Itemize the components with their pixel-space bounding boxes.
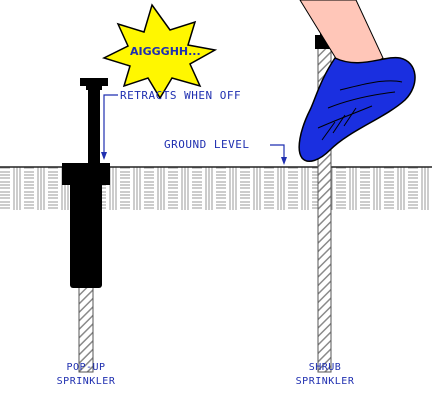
shoe-crease-2	[327, 91, 396, 109]
retracts-leader	[103, 94, 118, 158]
retracts-arrowhead	[101, 152, 107, 160]
ground-leader	[270, 144, 285, 162]
exclamation-burst: AIGGGHH...	[101, 3, 218, 100]
popup-sprinkler	[62, 78, 110, 373]
popup-riser-pipe	[78, 284, 94, 373]
exclamation-text: AIGGGHH...	[130, 45, 201, 58]
popup-stem	[88, 87, 100, 165]
retracts-callout: RETRACTS WHEN OFF	[101, 89, 241, 160]
burst-shape	[101, 3, 218, 100]
shoe-laces	[321, 107, 357, 141]
leg-and-shoe	[298, 0, 416, 162]
popup-nozzle-head	[80, 78, 108, 86]
shrub-label-line1: SHRUB	[309, 362, 342, 373]
ground-arrowhead	[281, 157, 287, 165]
ground-callout: GROUND LEVEL	[164, 138, 287, 165]
shoe-crease-1	[339, 80, 403, 91]
shoe	[298, 56, 416, 162]
ground-label: GROUND LEVEL	[164, 138, 249, 151]
popup-body	[70, 168, 102, 288]
popup-label-line2: SPRINKLER	[57, 376, 116, 387]
popup-cap	[62, 163, 110, 185]
retracts-label: RETRACTS WHEN OFF	[120, 89, 241, 102]
shrub-label-line2: SPRINKLER	[296, 376, 355, 387]
popup-label-line1: POP-UP	[66, 362, 105, 373]
popup-nozzle-neck	[86, 86, 102, 90]
